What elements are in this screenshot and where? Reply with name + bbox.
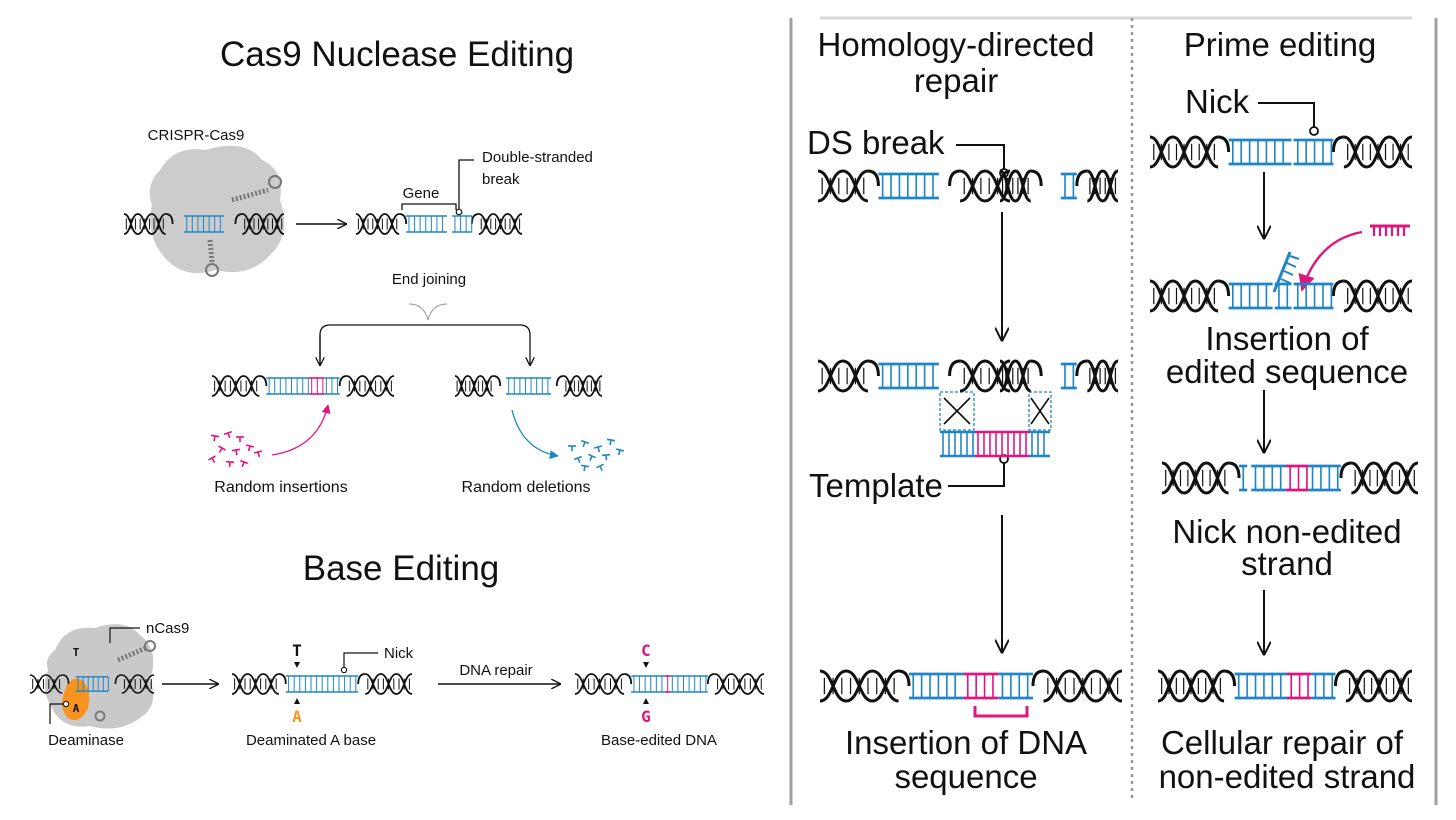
repair-template [940,430,1050,458]
nucleotide-fragment [573,455,583,464]
double-stranded-break-label-line1: Double-stranded [482,149,593,166]
end-joining-label: End joining [392,271,466,288]
random-insertions-label: Random insertions [214,479,347,496]
edited-base-c: C [641,641,651,660]
hdr-result-line1: Insertion of DNA [845,724,1087,761]
nucleotide-fragment [588,453,596,462]
prime-repaired-dna [1157,669,1413,703]
base-nick-callout: Nick [340,645,414,674]
template-label: Template [809,467,943,504]
hdr-result-line2: sequence [894,758,1037,795]
prime-nick-callout: Nick [1185,83,1319,136]
gene-bracket: Gene [401,185,457,210]
random-deletions-label: Random deletions [462,479,591,496]
deletion-product-dna [454,375,603,397]
double-stranded-break-callout: Double-stranded break [455,149,593,216]
prime-nick-non-edited-line2: strand [1241,545,1333,582]
prime-repair-line1: Cellular repair of [1161,724,1404,761]
deaminated-base-a: A [292,707,302,726]
hdr-invading-dna-left [817,359,1011,393]
complex-base-t: T [73,646,80,659]
prime-target-dna [1149,135,1413,169]
deaminated-a-base-label: Deaminated A base [246,732,376,749]
hdr-title-line2: repair [914,62,998,99]
ncas9-label: nCas9 [146,620,189,637]
prime-nick-non-edited-line1: Nick non-edited [1172,513,1401,550]
prime-nick-label: Nick [1185,83,1250,120]
nucleotide-fragment [615,448,625,456]
dna-repair-label: DNA repair [459,662,532,679]
ds-break-label: DS break [807,124,945,161]
crispr-cas9-complex: CRISPR-Cas9 [148,127,285,274]
prime-repair-line2: non-edited strand [1159,758,1416,795]
deaminase-callout: Deaminase [48,700,124,749]
nucleotide-fragment [580,439,590,448]
crispr-cas9-label: CRISPR-Cas9 [148,127,245,144]
hdr-broken-dna-right [999,169,1119,203]
nucleotide-fragment [245,444,255,452]
deletion-arrow [511,409,559,460]
nucleotide-fragment [223,430,233,439]
prime-insertion-line1: Insertion of [1205,320,1369,357]
ncas9-target-dna [29,674,155,694]
deaminated-t-pointer [294,662,300,668]
deaminase-label: Deaminase [48,732,124,749]
base-edited-dna [574,673,765,695]
deaminated-dna [231,673,413,695]
nucleotide-fragment [596,463,604,472]
nucleotide-fragment [210,434,220,442]
base-editing-title: Base Editing [303,549,500,588]
deaminated-a-pointer [294,698,300,704]
hdr-repaired-dna [819,669,1123,703]
nucleotide-fragment [218,445,226,453]
random-insertion-fragments [208,430,263,468]
base-edited-dna-label: Base-edited DNA [601,732,717,749]
base-nick-label: Nick [384,645,414,662]
nucleotide-fragment [601,453,611,461]
deaminated-base-t: T [292,641,302,660]
nucleotide-fragment [231,448,241,456]
nucleotide-fragment [568,445,576,452]
double-stranded-break-label-line2: break [482,171,520,188]
prime-flap-dna [1149,279,1413,313]
pegrna-template [1370,224,1410,236]
dna-molecules [29,135,1419,703]
prime-title: Prime editing [1184,26,1377,63]
ds-break-callout: DS break [807,124,1009,178]
nucleotide-fragment [253,450,263,458]
edited-base-g: G [641,707,651,726]
nucleotide-fragment [225,460,235,468]
complex-base-a: A [73,702,80,715]
nucleotide-fragment [236,436,244,443]
insertion-product-dna [211,375,395,397]
ncas9-callout: nCas9 [109,620,189,643]
prime-heteroduplex-dna [1161,461,1419,495]
edited-g-pointer [643,698,649,704]
cut-gene-dna [355,213,523,235]
crispr-target-dna [123,213,285,235]
nucleotide-fragment [208,455,216,463]
prime-insertion-line2: edited sequence [1166,353,1408,390]
nucleotide-fragment [606,438,616,446]
hdr-title-line1: Homology-directed [818,26,1095,63]
template-callout: Template [809,454,1009,504]
pegrna-arrow [1298,230,1363,292]
guide-rna-loops [205,175,282,277]
nucleotide-fragment [239,459,249,468]
hdr-invading-dna-right [999,359,1119,393]
nucleotide-fragment [593,445,603,453]
hdr-broken-dna-left [817,169,1011,203]
insertion-arrow [271,404,331,456]
inserted-sequence-bracket [973,706,1029,718]
edited-c-pointer [643,662,649,668]
hdr-crossover [939,391,1052,431]
cas9-title: Cas9 Nuclease Editing [220,35,574,74]
end-joining-brace [320,303,530,365]
displaced-flap [1272,251,1300,293]
random-deletion-fragments [568,438,625,472]
nucleotide-fragment [580,464,590,472]
gene-label: Gene [403,185,440,202]
